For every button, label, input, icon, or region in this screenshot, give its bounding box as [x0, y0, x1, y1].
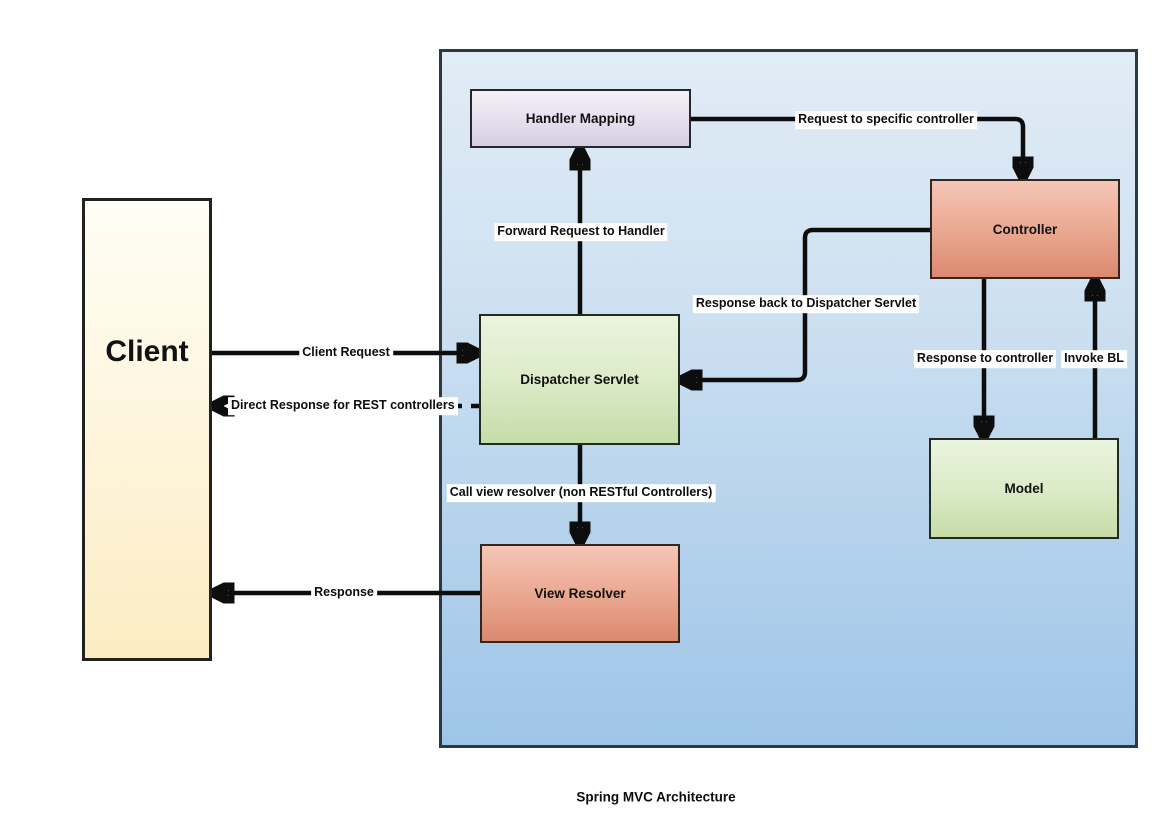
edge-label-client-request: Client Request	[299, 344, 393, 362]
node-handler-mapping-label: Handler Mapping	[525, 111, 636, 126]
node-controller-label: Controller	[992, 221, 1058, 237]
node-client: Client	[82, 198, 212, 661]
edge-label-response-to-controller: Response to controller	[913, 350, 1057, 368]
node-view-resolver: View Resolver	[480, 544, 680, 643]
edge-label-forward-request: Forward Request to Handler	[494, 223, 668, 241]
request-to-specific-controller-arrow	[690, 116, 1023, 177]
diagram-title: Spring MVC Architecture	[576, 789, 736, 805]
edge-label-direct-response: Direct Response for REST controllers	[228, 397, 458, 415]
edge-label-response: Response	[311, 584, 377, 602]
edge-label-call-view-resolver: Call view resolver (non RESTful Controll…	[446, 484, 716, 502]
edge-label-request-to-specific-controller: Request to specific controller	[795, 111, 977, 129]
edge-label-invoke-bl: Invoke BL	[1061, 350, 1127, 368]
node-model-label: Model	[1004, 481, 1044, 496]
node-dispatcher-servlet: Dispatcher Servlet	[479, 314, 680, 445]
node-model: Model	[929, 438, 1119, 539]
edge-label-response-back-to-dispatcher: Response back to Dispatcher Servlet	[692, 295, 920, 313]
node-controller: Controller	[930, 179, 1120, 279]
node-handler-mapping: Handler Mapping	[470, 89, 691, 148]
node-view-resolver-label: View Resolver	[534, 586, 626, 601]
node-dispatcher-servlet-label: Dispatcher Servlet	[520, 372, 639, 387]
node-client-label: Client	[105, 335, 189, 368]
